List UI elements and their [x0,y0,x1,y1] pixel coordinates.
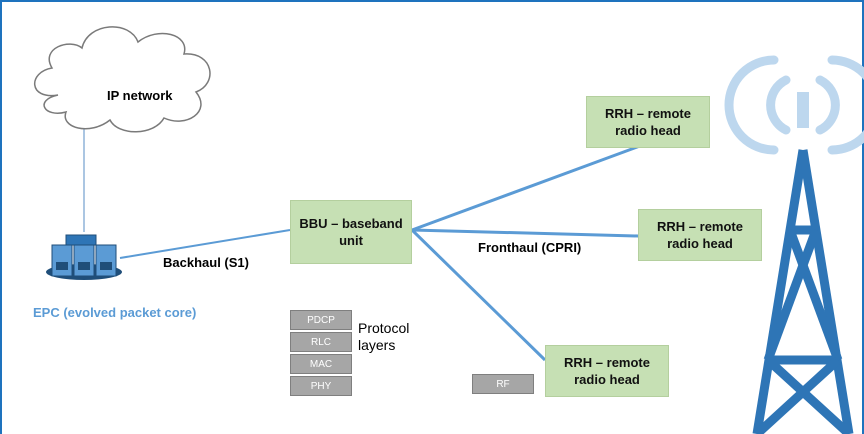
cell-tower-icon [752,92,854,434]
rrh-box-top: RRH – remote radio head [586,96,710,148]
layer-label: RLC [310,336,331,348]
layer-label: MAC [309,358,333,370]
layer-label: PDCP [307,314,335,326]
server-cluster-icon [46,234,122,280]
protocol-layer-phy: PHY [290,376,352,396]
protocol-layer-pdcp: PDCP [290,310,352,330]
rf-label: RF [496,378,510,390]
backhaul-line [119,229,291,259]
protocol-layer-mac: MAC [290,354,352,374]
rrh-label: RRH – remote radio head [657,219,743,251]
protocol-layer-rlc: RLC [290,332,352,352]
rrh-label: RRH – remote radio head [564,355,650,387]
fronthaul-line-3 [410,228,547,362]
cloud-label: IP network [107,88,173,103]
epc-label: EPC (evolved packet core) [33,305,197,320]
backhaul-label: Backhaul (S1) [163,255,249,270]
rf-block: RF [472,374,534,394]
fronthaul-line-2 [411,228,639,238]
protocol-layers-title: Protocol layers [358,320,410,353]
rrh-box-middle: RRH – remote radio head [638,209,762,261]
fronthaul-label: Fronthaul (CPRI) [478,240,582,255]
signal-waves-icon [724,55,864,155]
rrh-box-bottom: RRH – remote radio head [545,345,669,397]
bbu-box: BBU – baseband unit [290,200,412,264]
fronthaul-line-1 [411,141,649,232]
rrh-label: RRH – remote radio head [605,106,691,138]
bbu-label: BBU – baseband unit [299,216,403,248]
cloud-shape [34,26,211,133]
layer-label: PHY [310,380,332,392]
